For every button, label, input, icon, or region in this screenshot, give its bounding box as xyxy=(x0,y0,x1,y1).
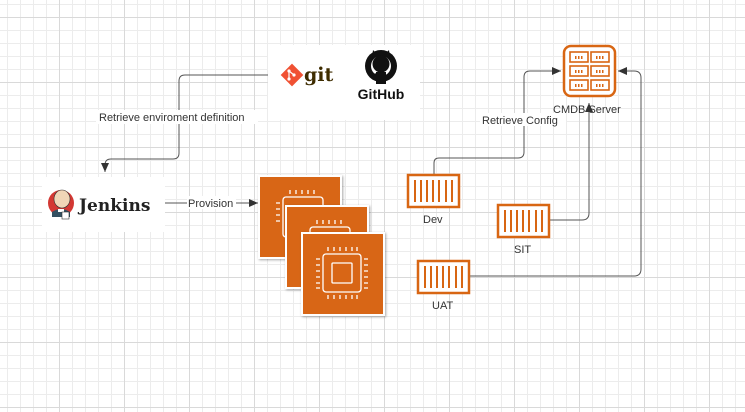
edge-sit-to-cmdb[interactable] xyxy=(550,103,593,221)
edge-label-retrieve-environment: Retrieve enviroment definition xyxy=(99,112,245,124)
node-uat[interactable]: UAT xyxy=(416,259,471,312)
ec2-chip-pins xyxy=(276,190,342,224)
dev-label: Dev xyxy=(423,214,443,226)
ec2-instance-3[interactable] xyxy=(301,232,385,316)
edge-provision[interactable]: Provision xyxy=(165,196,258,210)
container-icon xyxy=(496,203,551,239)
node-git-github[interactable]: git GitHub xyxy=(268,45,420,120)
container-icon xyxy=(416,259,471,295)
edge-uat-to-cmdb[interactable] xyxy=(470,67,642,277)
node-jenkins[interactable]: Jenkins xyxy=(42,177,165,232)
jenkins-wordmark: Jenkins xyxy=(77,196,150,216)
git-wordmark: git xyxy=(304,64,334,86)
uat-label: UAT xyxy=(432,300,453,312)
node-sit[interactable]: SIT xyxy=(496,203,551,256)
edge-retrieve-environment[interactable]: Retrieve enviroment definition xyxy=(96,74,276,172)
node-dev[interactable]: Dev xyxy=(406,173,461,226)
sit-label: SIT xyxy=(514,244,531,256)
server-rack-icon xyxy=(562,44,617,98)
edge-label-retrieve-config: Retrieve Config xyxy=(482,115,558,127)
node-ec2-instances[interactable] xyxy=(258,175,385,316)
edge-retrieve-config[interactable]: Retrieve Config xyxy=(433,67,566,175)
jenkins-butler-icon xyxy=(48,189,74,220)
node-cmdb-server[interactable]: CMDB Server xyxy=(553,44,621,116)
ec2-instance-icon xyxy=(316,247,368,299)
github-octocat-icon xyxy=(365,50,397,84)
cmdb-server-label: CMDB Server xyxy=(553,104,621,116)
container-icon xyxy=(406,173,461,209)
edge-label-bg xyxy=(96,110,258,124)
github-wordmark: GitHub xyxy=(358,86,405,102)
git-logo-icon xyxy=(280,63,304,87)
edge-label-provision: Provision xyxy=(188,198,233,210)
